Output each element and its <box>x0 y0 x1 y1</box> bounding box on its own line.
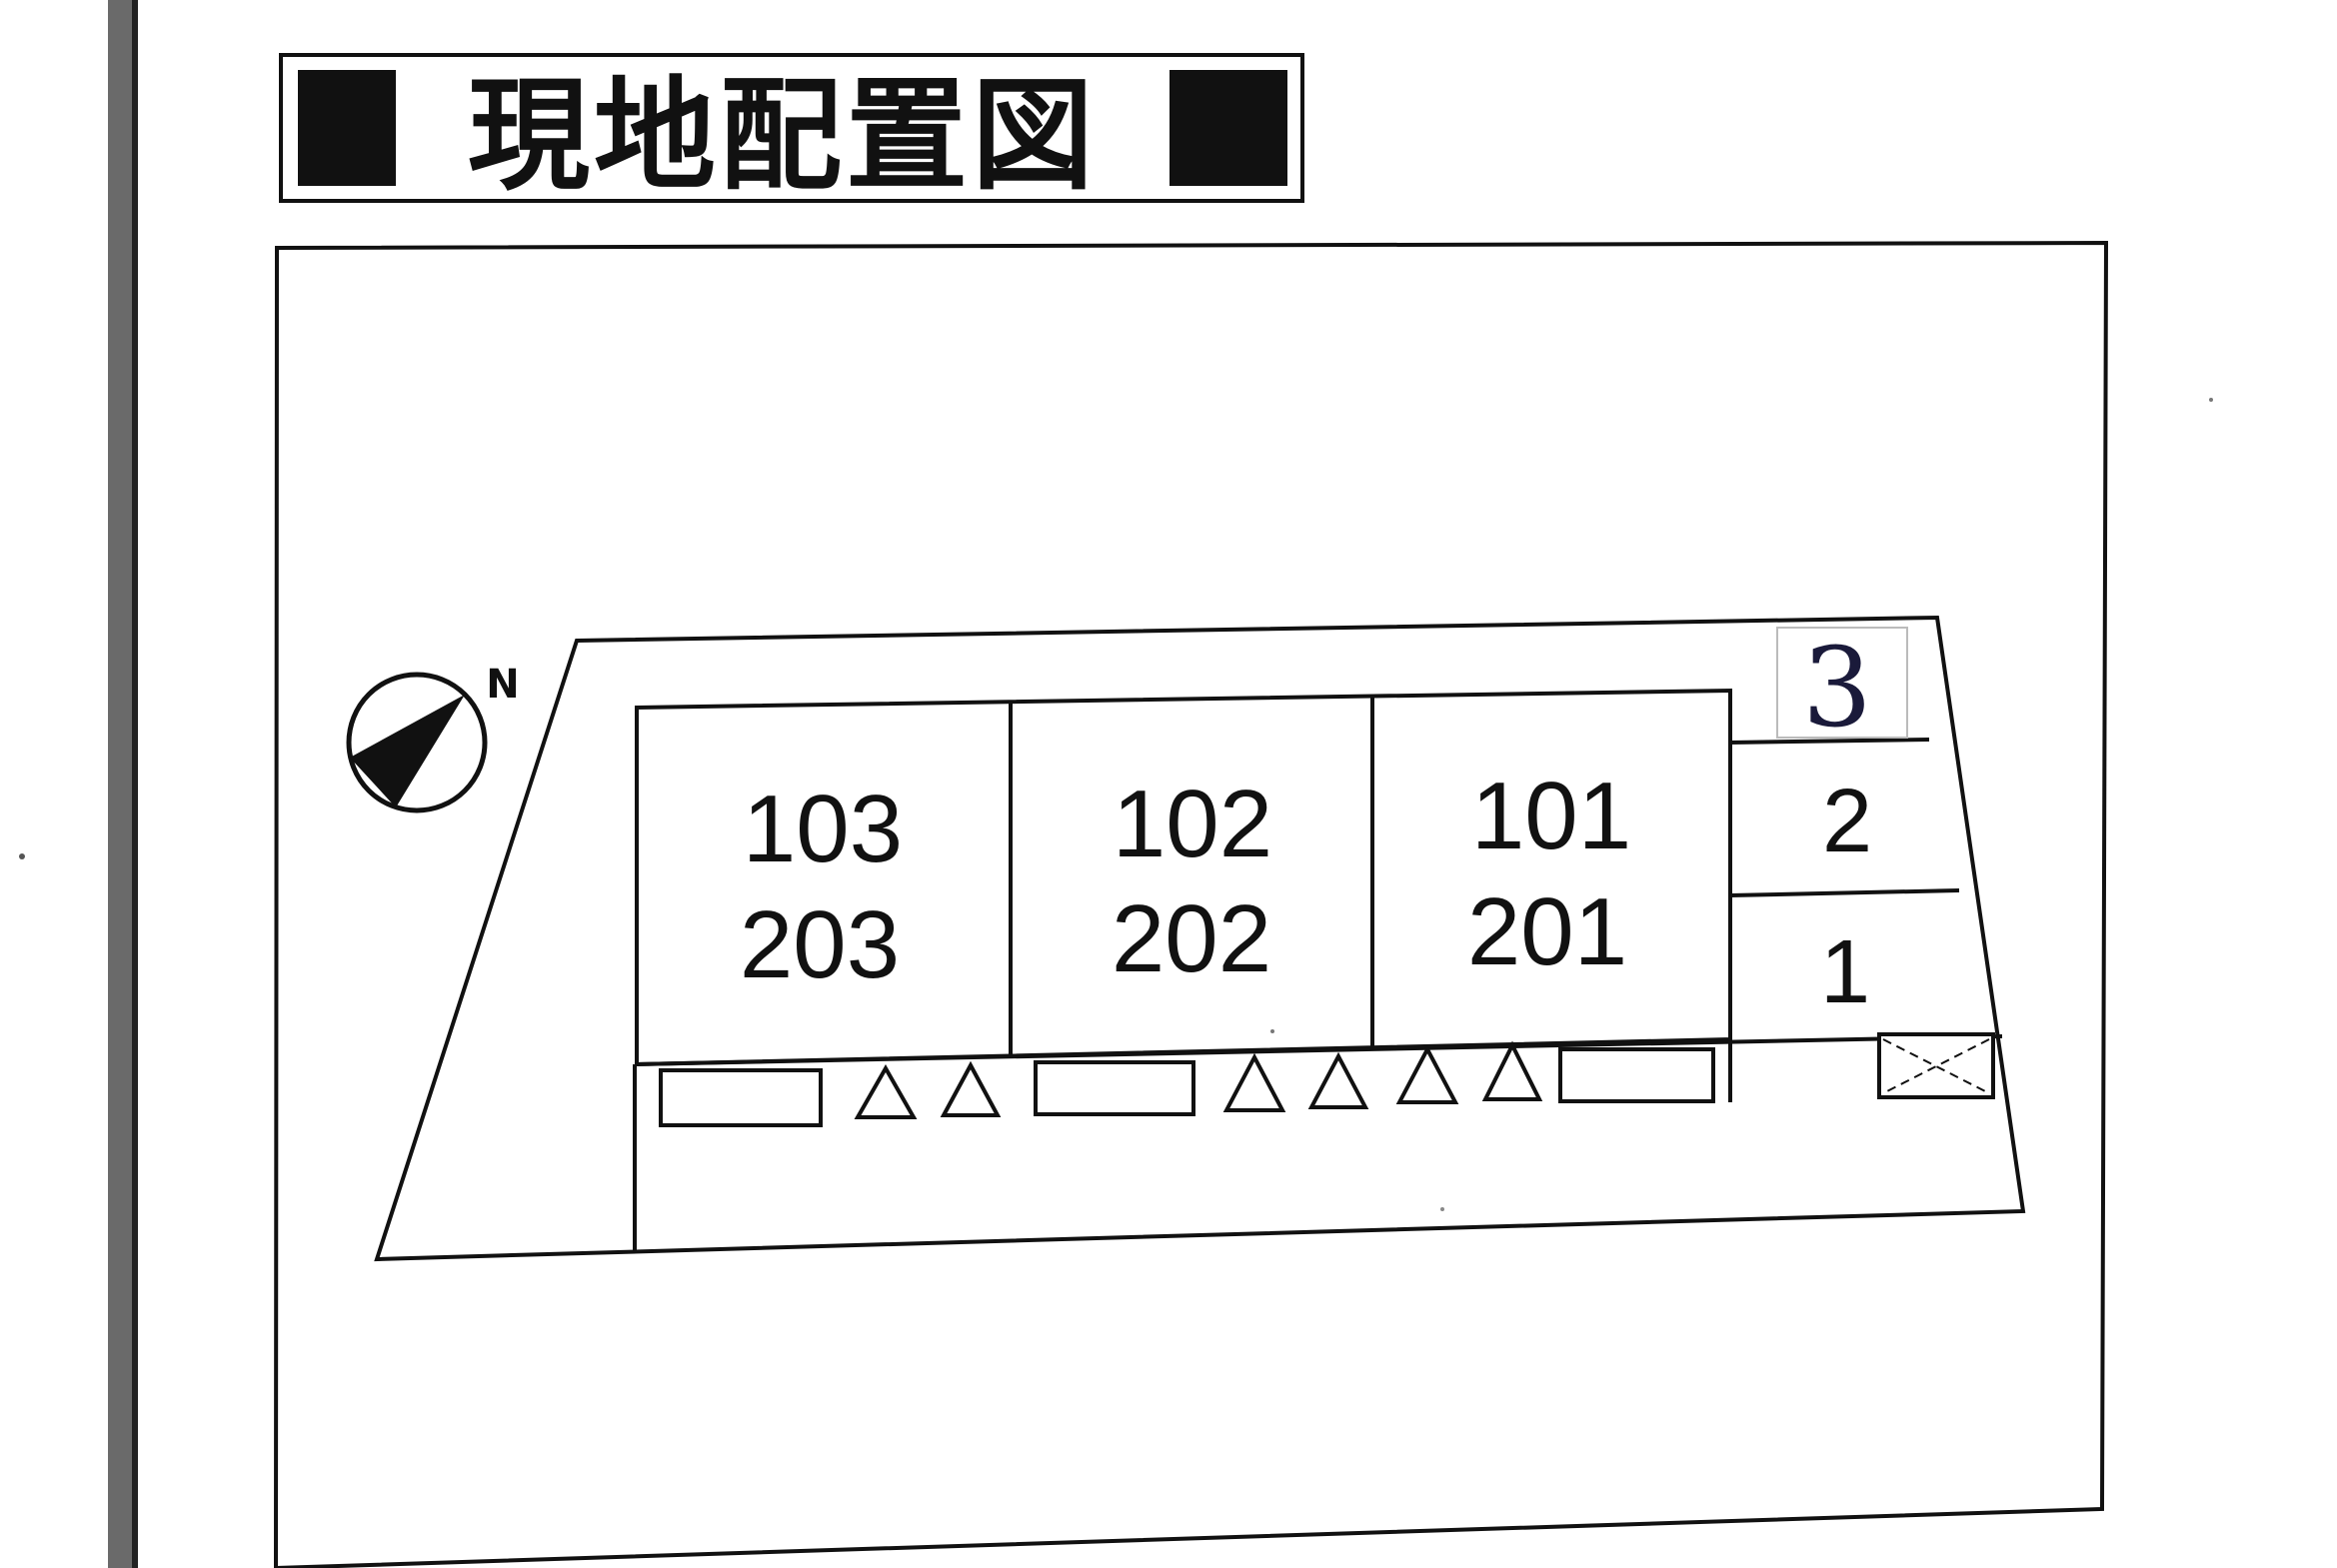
scan-speck <box>1440 1207 1444 1211</box>
unit-101-201: 101 201 <box>1467 763 1631 985</box>
equipment-box <box>659 1068 823 1127</box>
unit-102-202: 102 202 <box>1112 771 1272 992</box>
property-lot <box>374 615 2026 1262</box>
corridor <box>633 1034 2003 1253</box>
compass: N <box>346 662 520 813</box>
north-label: N <box>486 662 519 708</box>
binding-edge-shadow <box>132 0 138 1568</box>
equipment-box <box>1034 1060 1195 1116</box>
unit-lower-number: 202 <box>1112 885 1271 992</box>
unit-103-203: 103 203 <box>740 776 903 998</box>
equipment-box <box>1558 1047 1715 1103</box>
triangle-marker <box>940 1060 1002 1117</box>
unit-lower-number: 203 <box>740 891 900 998</box>
title-left-block <box>298 70 396 186</box>
parking-area: 3 2 1 <box>1728 624 1960 1102</box>
scan-speck <box>19 853 25 859</box>
title-right-block <box>1169 70 1287 186</box>
unit-upper-number: 103 <box>743 776 903 882</box>
scan-speck <box>2209 398 2213 402</box>
diagram-frame <box>273 240 2109 1568</box>
parking-space-2: 2 <box>1822 772 1872 871</box>
unit-lower-number: 201 <box>1467 878 1627 985</box>
parking-space-3-handwritten: 3 <box>1802 624 1872 752</box>
triangle-marker <box>1222 1052 1286 1112</box>
north-arrow-icon <box>350 695 465 807</box>
parking-space-1: 1 <box>1820 922 1870 1022</box>
unit-upper-number: 101 <box>1471 763 1631 869</box>
triangle-marker <box>1307 1051 1369 1109</box>
unit-upper-number: 102 <box>1113 771 1272 877</box>
triangle-marker <box>854 1063 918 1119</box>
triangle-marker <box>1481 1040 1543 1101</box>
triangle-markers <box>854 1040 1543 1119</box>
triangle-marker <box>1395 1044 1459 1104</box>
page-title: 現地配置図 <box>468 65 1098 207</box>
storage-box <box>1877 1032 1995 1099</box>
title-bar: 現地配置図 <box>279 53 1304 207</box>
handwritten-patch <box>1776 627 1908 739</box>
scan-speck <box>1270 1029 1274 1033</box>
